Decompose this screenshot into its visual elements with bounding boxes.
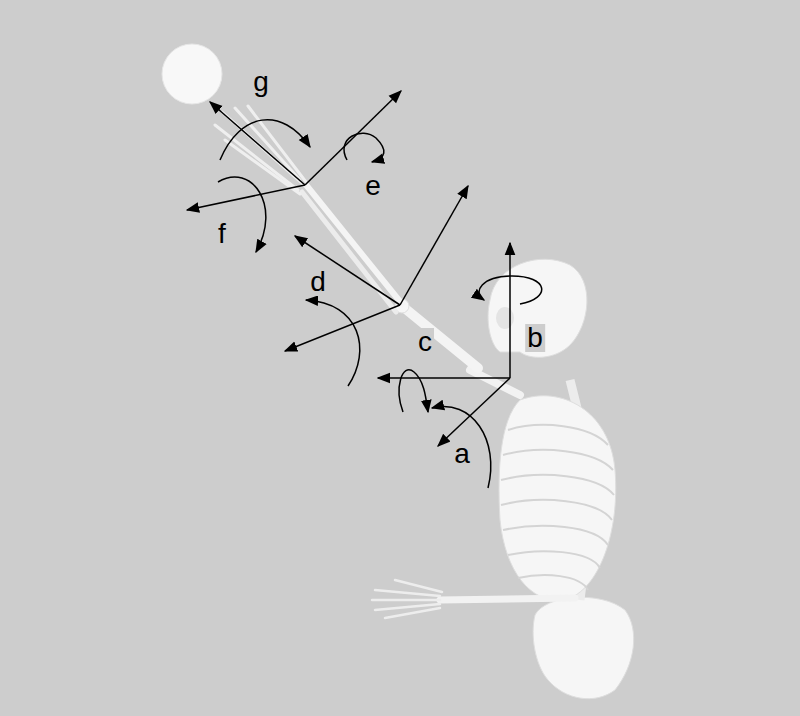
coordinate-axes [187, 91, 510, 446]
coordinate-axes-part [438, 378, 510, 446]
lowered-hand [372, 580, 442, 618]
lowered-hand-part [395, 580, 442, 592]
ribs [501, 425, 614, 590]
coordinate-axes-part [187, 185, 305, 210]
eye-socket [496, 307, 514, 329]
lowered-hand-part [372, 599, 440, 602]
callout-letter: c [416, 328, 434, 356]
coordinate-axes-part [295, 236, 400, 305]
lowered-hand-part [385, 608, 440, 618]
raised-hand-part [248, 106, 306, 182]
callout-letter: a [452, 440, 472, 468]
lowered-hand-part [375, 590, 440, 596]
ball [162, 44, 222, 104]
coordinate-axes-part [509, 243, 511, 378]
ribs-part [518, 575, 588, 590]
rotation-arrows-part [220, 120, 310, 160]
ulna [307, 186, 402, 304]
ribs-part [508, 551, 600, 568]
callout-letter: e [363, 172, 383, 200]
ribs-part [501, 475, 614, 495]
ribcage [499, 396, 616, 601]
callout-letter: f [216, 220, 228, 248]
rotation-arrows-part [344, 133, 384, 162]
ribs-part [503, 450, 613, 470]
callout-letter: b [525, 324, 545, 352]
ribs-part [501, 500, 612, 520]
rotation-arrows-part [399, 370, 428, 412]
pelvis [533, 597, 634, 698]
coordinate-axes-part [305, 91, 401, 185]
rotation-arrows-part [306, 300, 360, 386]
rotation-arrows [218, 120, 542, 488]
callout-letter: g [251, 68, 271, 96]
coordinate-axes-part [210, 102, 305, 185]
rotation-arrows-part [432, 407, 491, 488]
ribs-part [508, 425, 608, 445]
rotation-arrows-part [479, 276, 542, 304]
skull [488, 259, 587, 357]
callout-letter: d [308, 268, 328, 296]
humerus [402, 306, 478, 368]
ribs-part [503, 526, 608, 545]
coordinate-axes-part [400, 186, 468, 305]
skeleton [162, 44, 634, 699]
coordinate-axes-part [378, 377, 510, 379]
lower-arm [440, 598, 575, 600]
